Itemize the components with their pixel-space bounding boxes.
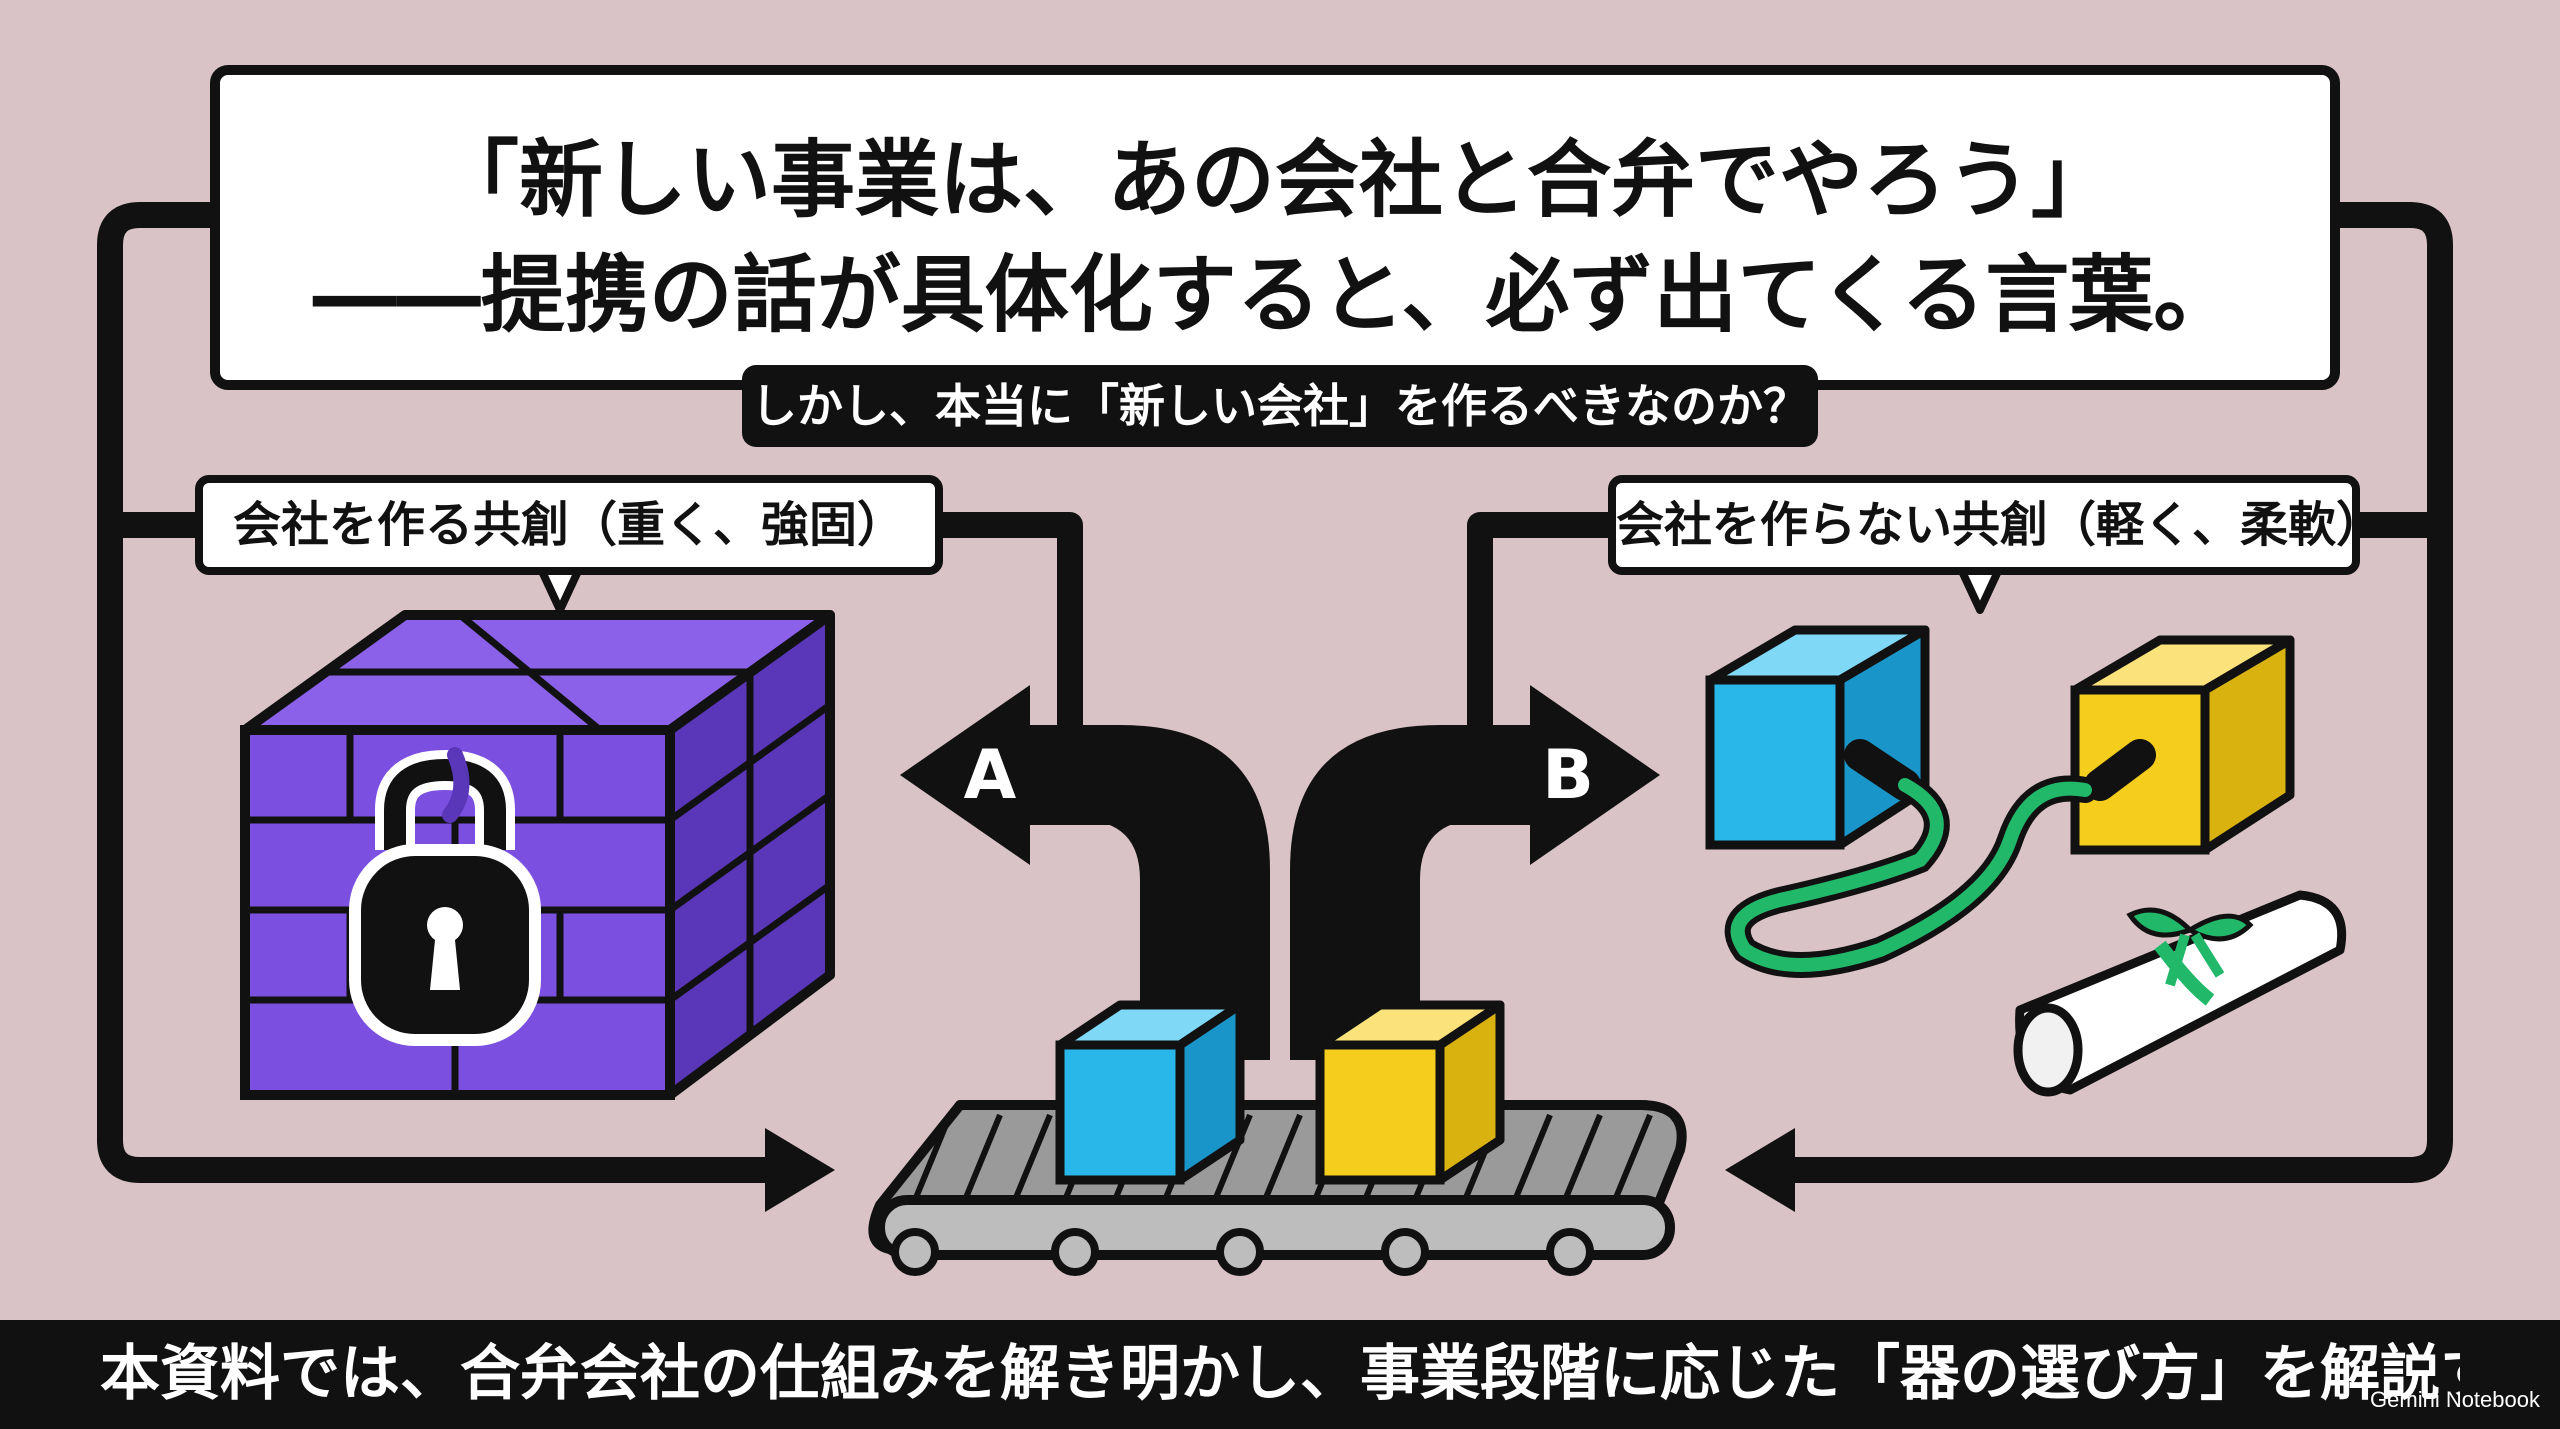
right-loop-arrowhead <box>1725 1128 1795 1212</box>
left-loop-line <box>97 202 780 1183</box>
subtitle-question: しかし、本当に「新しい会社」を作るべきなのか？ <box>742 365 1818 447</box>
title-line-2: ――提携の話が具体化すると、必ず出てくる言葉。 <box>312 246 2238 344</box>
title-line-1: 「新しい事業は、あの会社と合弁でやろう」 <box>434 131 2115 229</box>
callout-no-company: 会社を作らない共創（軽く、柔軟） <box>1608 475 2384 575</box>
conveyor-yellow-cube <box>1315 1000 1505 1185</box>
watermark: Gemini Notebook <box>2370 1387 2540 1412</box>
conveyor-belt-icon <box>868 1100 1687 1276</box>
brick-cube-icon <box>240 610 835 1100</box>
arrow-b-label: B <box>1542 736 1594 815</box>
blue-cube-icon <box>1705 625 1930 850</box>
conveyor-blue-cube <box>1055 1000 1245 1185</box>
left-loop-arrowhead <box>765 1128 835 1212</box>
central-fork-trunk <box>1000 775 1560 1060</box>
right-callout-down-connector <box>1467 512 1608 730</box>
cable-icon <box>1724 739 2156 978</box>
footer-text: 本資料では、合弁会社の仕組みを解き明かし、事業段階に応じた「器の選び方」を解説す… <box>100 1339 2460 1409</box>
callout-create-company: 会社を作る共創（重く、強固） <box>195 475 943 575</box>
title-box: 「新しい事業は、あの会社と合弁でやろう」 ――提携の話が具体化すると、必ず出てく… <box>210 65 2340 390</box>
arrow-a-label: A <box>963 736 1017 815</box>
arrow-b <box>1290 685 1660 1060</box>
arrow-a <box>900 685 1270 1060</box>
footer-bar: 本資料では、合弁会社の仕組みを解き明かし、事業段階に応じた「器の選び方」を解説す… <box>0 1320 2560 1429</box>
right-loop-line <box>1780 202 2453 1183</box>
left-callout-down-connector <box>943 512 1083 730</box>
padlock-icon <box>349 747 541 1046</box>
yellow-cube-icon <box>2070 635 2295 855</box>
scroll-icon <box>2013 890 2347 1097</box>
